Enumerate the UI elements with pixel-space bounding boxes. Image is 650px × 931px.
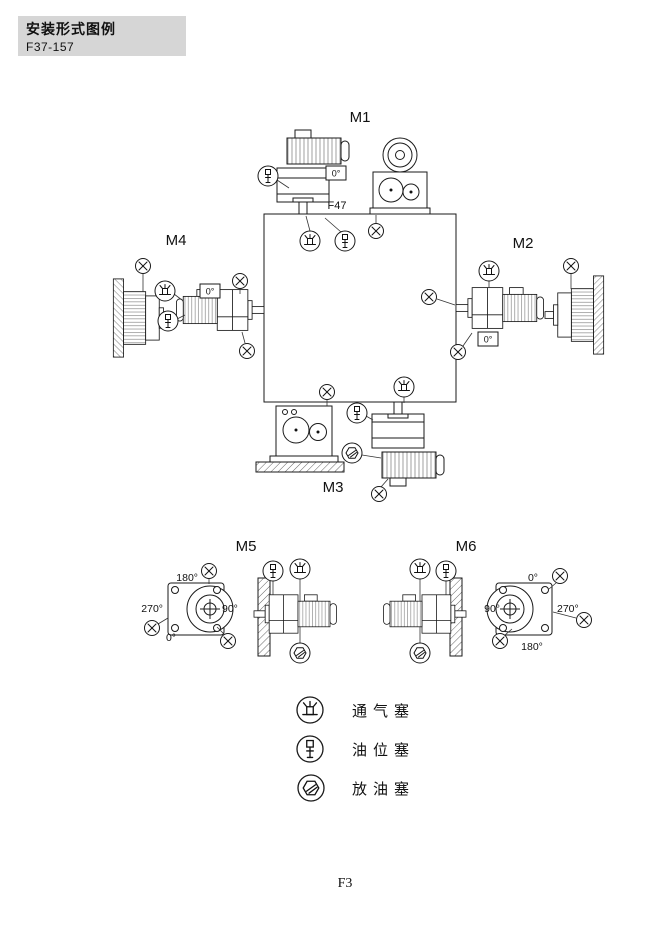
mount-m1-group: M1 0° — [258, 109, 431, 251]
model-label: F47 — [328, 200, 347, 212]
angle-0-box-m1 — [325, 165, 347, 181]
angle-0-label-m5: 0° — [166, 632, 176, 644]
plug-position-marker — [144, 620, 160, 636]
legend-item-oil-level: 油位塞 — [297, 736, 415, 762]
plug-position-marker — [319, 384, 335, 400]
breather-plug-icon — [300, 231, 320, 251]
plug-position-marker — [552, 568, 568, 584]
breather-plug-icon — [479, 261, 499, 281]
oil-level-plug-icon — [263, 561, 283, 581]
breather-plug-icon — [410, 559, 430, 579]
mount-label-m6: M6 — [456, 538, 477, 555]
mount-m5-group: M5 180° 270° 90° 0° — [141, 538, 337, 663]
page-number: F3 — [338, 876, 353, 891]
mount-label-m2: M2 — [513, 235, 534, 252]
oil-level-plug-icon — [335, 231, 355, 251]
angle-0-label-m2: 0° — [484, 335, 493, 345]
breather-plug-icon — [155, 281, 175, 301]
angle-270-label-m5: 270° — [141, 603, 163, 615]
legend-item-breather: 通气塞 — [297, 697, 415, 723]
oil-level-plug-icon — [258, 166, 278, 186]
plug-position-marker — [232, 273, 248, 289]
mount-m6-group: M6 0° 90° 270° 180° — [383, 538, 592, 663]
plug-position-marker — [421, 289, 437, 305]
plug-position-marker — [368, 223, 384, 239]
legend: 通气塞 油位塞 放油塞 — [297, 697, 415, 801]
angle-0-label-m6: 0° — [528, 572, 538, 584]
angle-270-label-m6: 270° — [557, 603, 579, 615]
plug-position-marker — [450, 344, 466, 360]
angle-0-box-m4 — [199, 283, 221, 299]
breather-plug-icon — [290, 559, 310, 579]
oil-level-plug-icon — [436, 561, 456, 581]
page-subtitle: F37-157 — [26, 40, 75, 54]
angle-180-label-m6: 180° — [521, 641, 543, 653]
drain-plug-icon — [298, 775, 324, 801]
plug-position-marker — [239, 343, 255, 359]
m2-gearmotor-side-view — [455, 287, 544, 329]
plug-position-marker — [201, 563, 217, 579]
angle-0-label-m1: 0° — [332, 169, 341, 179]
mount-label-m4: M4 — [166, 232, 187, 249]
header-box: 安装形式图例 F37-157 — [18, 16, 186, 56]
m3-gearmotor-side-view — [371, 401, 445, 487]
angle-0-box-m2 — [477, 331, 499, 347]
plug-position-marker — [563, 258, 579, 274]
mount-m2-group: M2 0° — [421, 235, 605, 360]
m3-gearmotor-front-view — [255, 405, 345, 473]
mount-m4-group: M4 0° — [112, 232, 265, 359]
m2-gearmotor-wall-view — [544, 275, 605, 355]
plug-position-marker — [135, 258, 151, 274]
angle-180-label-m5: 180° — [176, 572, 198, 584]
angle-0-label-m4: 0° — [206, 287, 215, 297]
mount-label-m3: M3 — [323, 479, 344, 496]
legend-label-drain: 放油塞 — [352, 780, 415, 798]
drain-plug-icon — [342, 443, 362, 463]
angle-90-label-m6: 90° — [484, 603, 500, 615]
mount-m3-group: M3 — [255, 377, 445, 502]
page-title: 安装形式图例 — [26, 21, 116, 37]
oil-level-plug-icon — [158, 311, 178, 331]
legend-label-breather: 通气塞 — [352, 702, 415, 720]
oil-level-plug-icon — [347, 403, 367, 423]
legend-item-drain: 放油塞 — [298, 775, 415, 801]
breather-plug-icon — [394, 377, 414, 397]
mounting-box — [263, 213, 457, 403]
drain-plug-icon — [290, 643, 310, 663]
m1-gearmotor-front-view — [369, 137, 431, 215]
plug-position-marker — [576, 612, 592, 628]
mount-label-m1: M1 — [350, 109, 371, 126]
drain-plug-icon — [410, 643, 430, 663]
plug-position-marker — [220, 633, 236, 649]
oil-level-plug-icon — [297, 736, 323, 762]
breather-plug-icon — [297, 697, 323, 723]
plug-position-marker — [371, 486, 387, 502]
angle-90-label-m5: 90° — [222, 603, 238, 615]
mount-label-m5: M5 — [236, 538, 257, 555]
plug-position-marker — [492, 633, 508, 649]
legend-label-oil-level: 油位塞 — [352, 741, 415, 759]
